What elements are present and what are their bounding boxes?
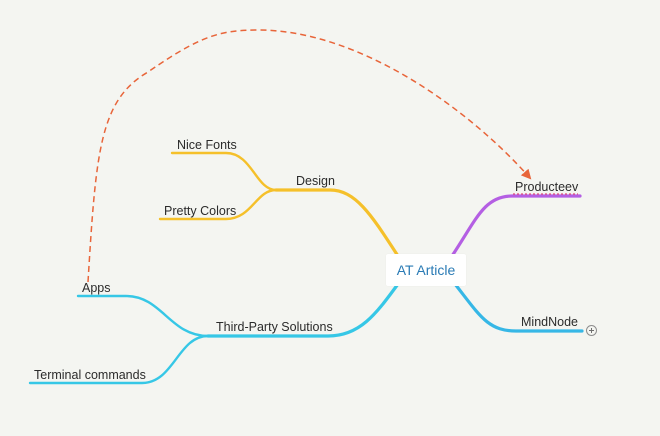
branch-third-party-terminal [28, 334, 210, 385]
branch-root-producteev [450, 194, 582, 258]
node-apps[interactable]: Apps [82, 281, 111, 295]
branch-third-party-apps [76, 294, 210, 338]
node-terminal-commands[interactable]: Terminal commands [34, 368, 146, 382]
branch-root-mindnode [453, 282, 584, 333]
node-third-party-solutions[interactable]: Third-Party Solutions [216, 320, 333, 334]
branch-design-pretty-colors [158, 188, 278, 221]
root-node[interactable]: AT Article [386, 254, 466, 286]
node-design[interactable]: Design [296, 174, 335, 188]
branch-root-third-party [206, 282, 400, 338]
cross-link-apps-producteev [87, 29, 532, 283]
node-pretty-colors[interactable]: Pretty Colors [164, 204, 237, 218]
node-producteev[interactable]: Producteev [515, 180, 579, 194]
branch-root-design [274, 188, 400, 258]
node-nice-fonts[interactable]: Nice Fonts [177, 138, 237, 152]
node-mindnode[interactable]: MindNode [521, 315, 578, 329]
expand-plus-icon[interactable] [586, 325, 597, 336]
branch-design-nice-fonts [170, 151, 278, 192]
